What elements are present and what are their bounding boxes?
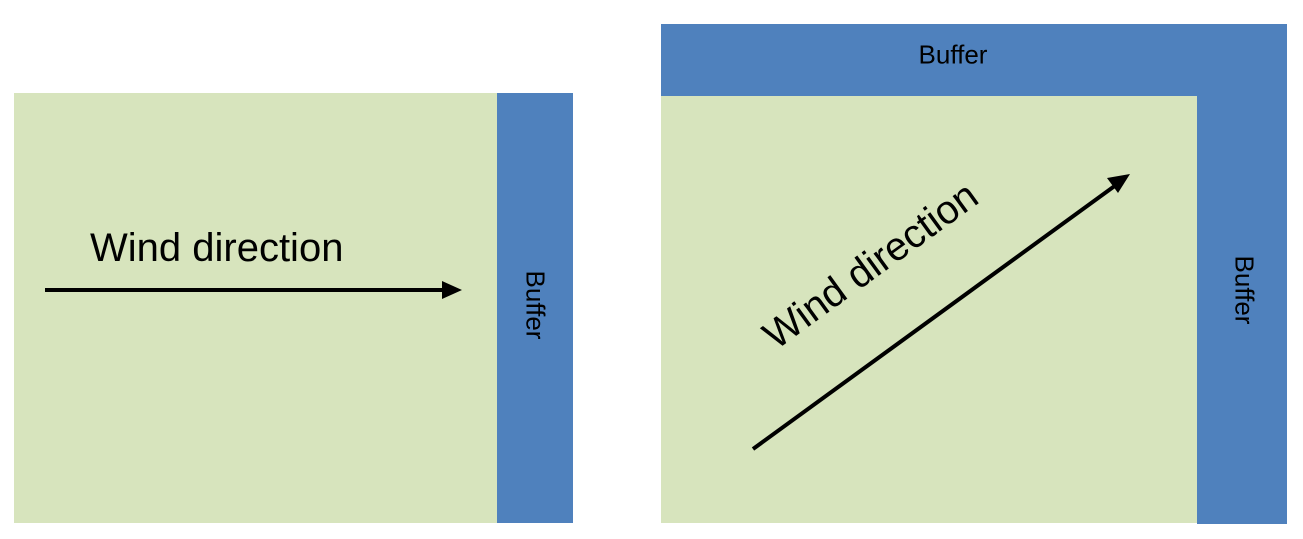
left-arrow-head	[442, 281, 462, 299]
right-buffer-top	[661, 24, 1287, 96]
right-field	[661, 95, 1197, 523]
right-arrow-shaft	[751, 183, 1118, 451]
left-field	[14, 93, 498, 523]
left-wind-label: Wind direction	[90, 226, 344, 270]
right-arrow-head	[1107, 174, 1130, 193]
left-buffer-right	[497, 93, 573, 523]
right-buffer-right	[1197, 24, 1287, 524]
right-buffer-top-label: Buffer	[918, 39, 988, 70]
